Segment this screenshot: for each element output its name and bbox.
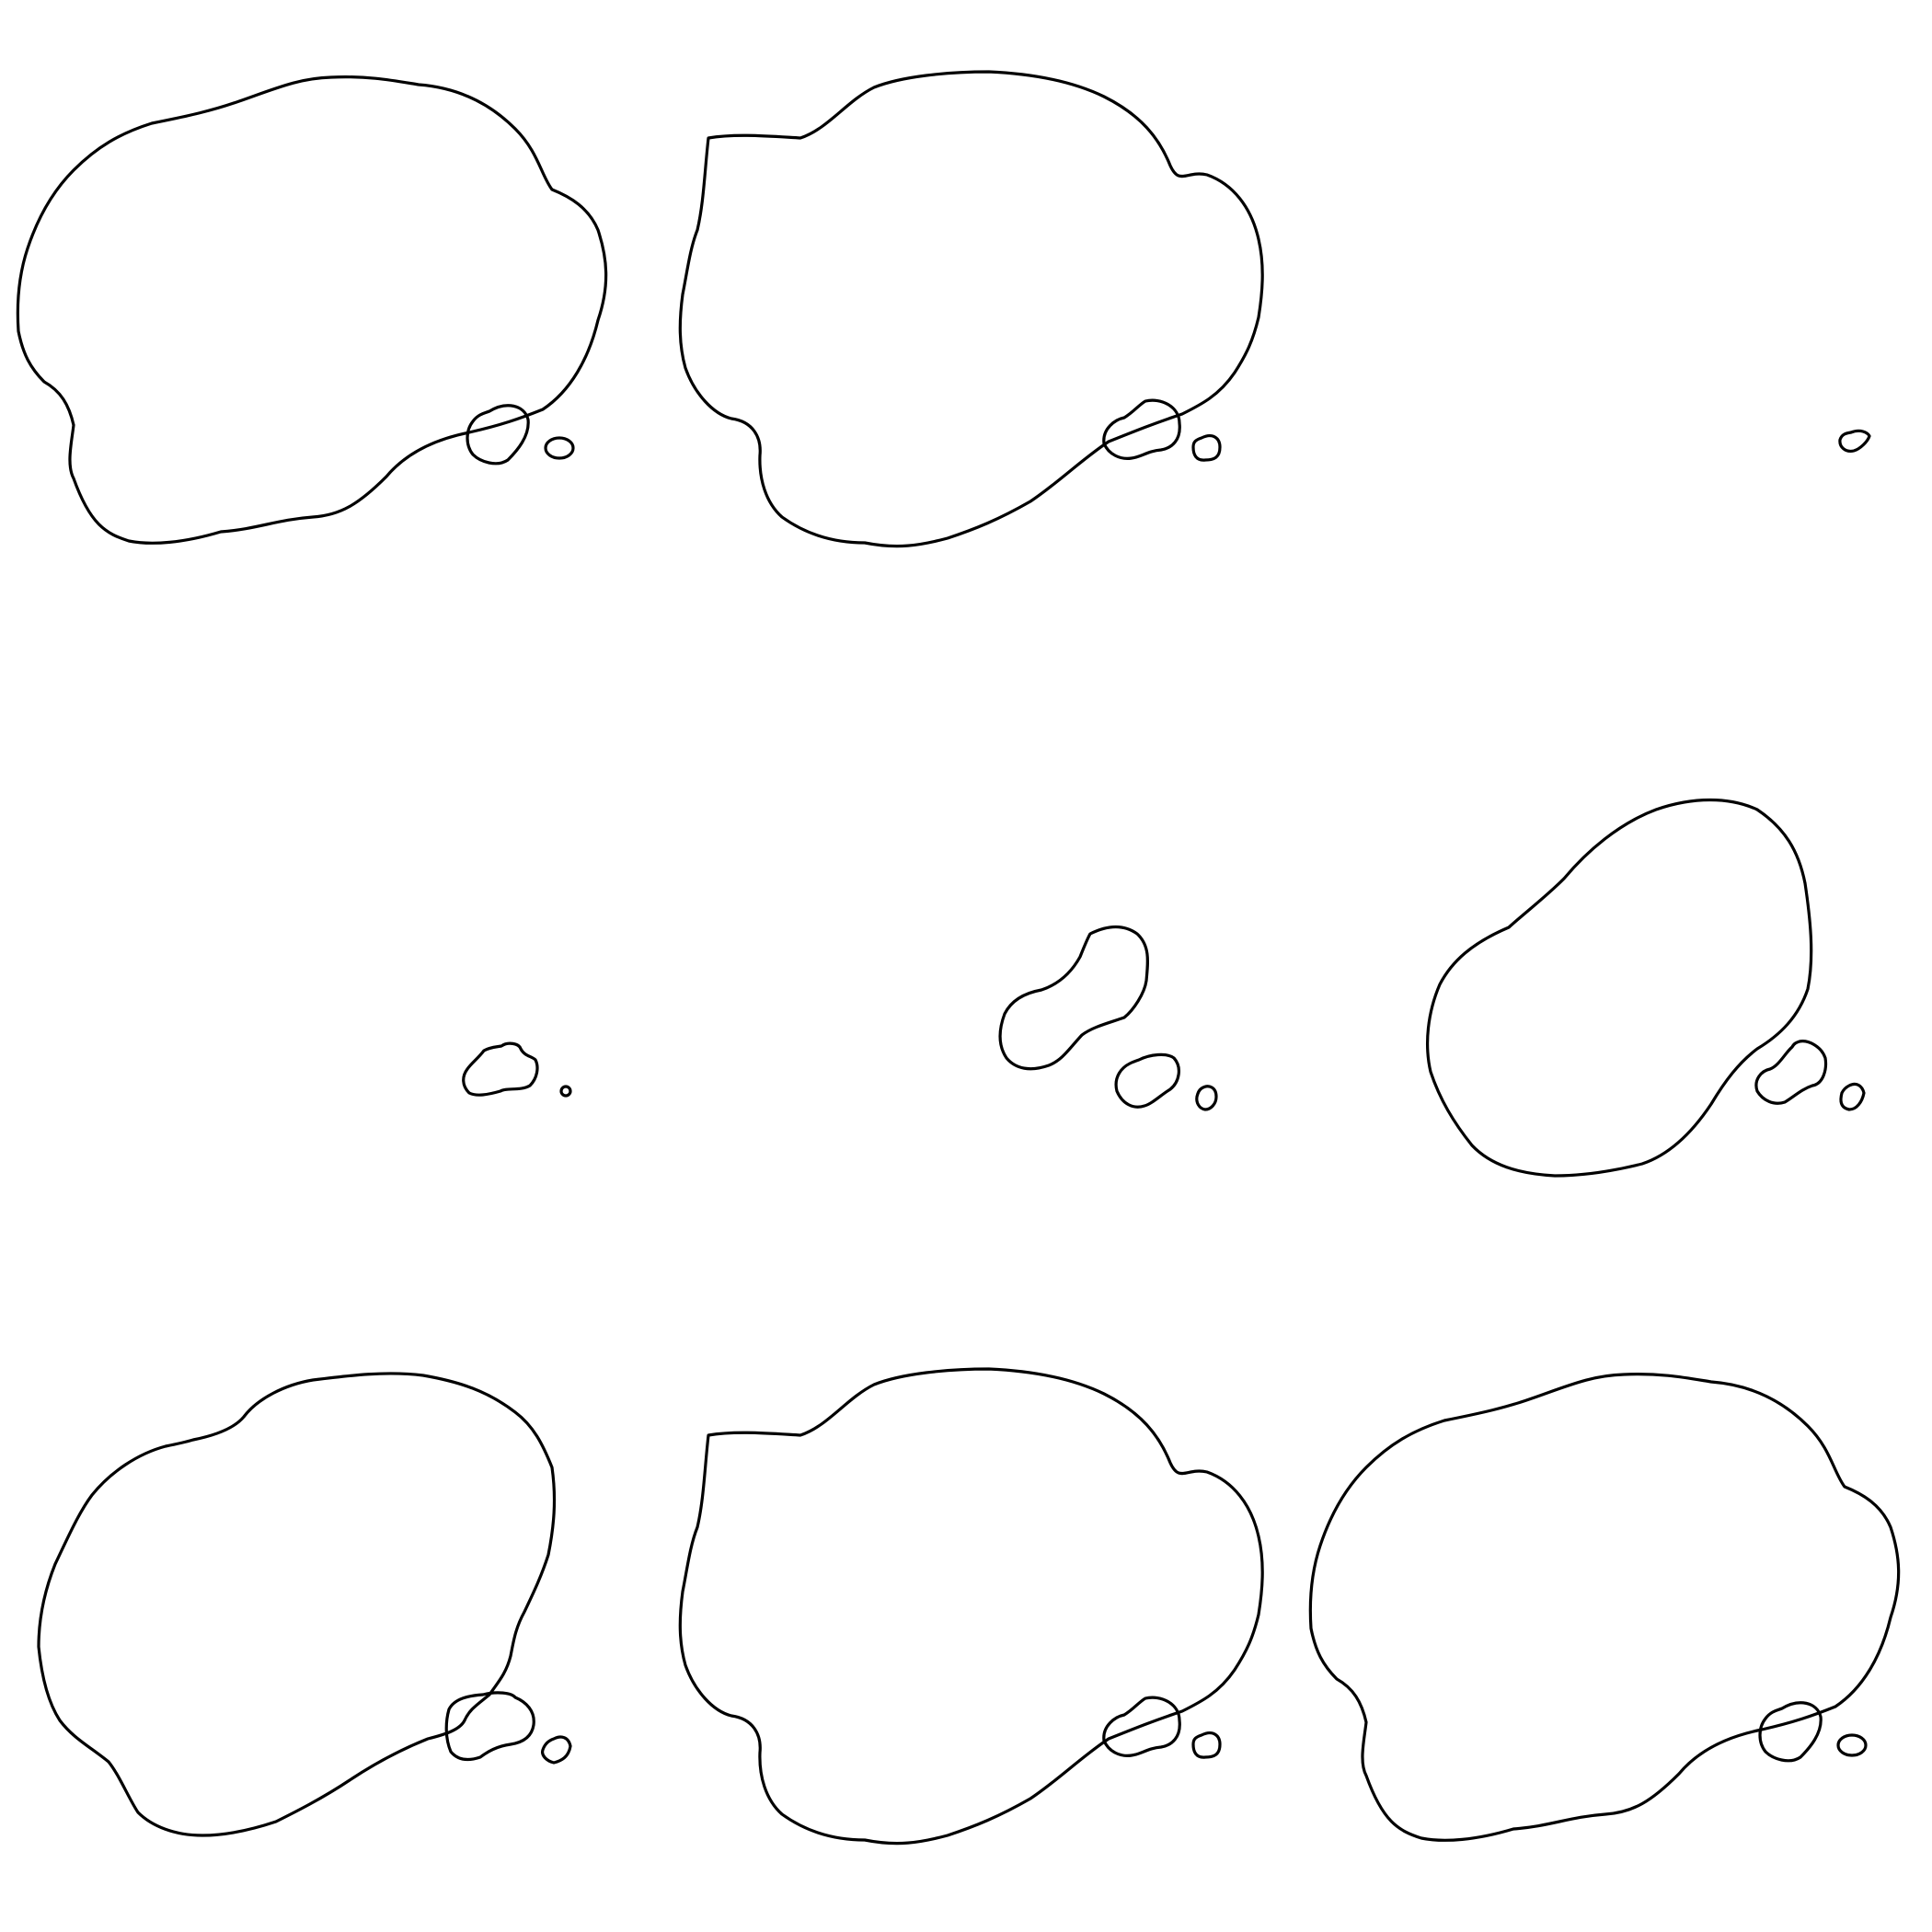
thought-bubble-1: [16, 75, 608, 545]
thought-dot-large: [1102, 398, 1181, 460]
thought-bubble-4: [462, 1041, 572, 1098]
thought-dot-large: [1758, 1701, 1823, 1763]
bean-outline: [1426, 798, 1813, 1178]
thought-dot-large: [444, 1691, 535, 1762]
thought-bubble-8: [678, 1367, 1264, 1846]
thought-dot-small: [544, 436, 575, 460]
thought-bubble-2: [678, 70, 1264, 548]
cloud-outline: [678, 70, 1264, 548]
thought-bubble-7: [37, 1372, 572, 1837]
thought-dot-small: [1838, 429, 1871, 453]
cloud-outline: [37, 1372, 557, 1837]
thought-dot-small: [1836, 1733, 1868, 1757]
cloud-outline: [16, 75, 608, 545]
thought-dot-small: [1191, 434, 1222, 462]
thought-dot-small: [1839, 1082, 1866, 1111]
thought-bubble-9: [1308, 1373, 1901, 1842]
thought-dot-small: [559, 1085, 572, 1098]
thought-dot-large: [1754, 1040, 1828, 1105]
thought-dot-large: [1114, 1052, 1180, 1109]
thought-outline-small: [998, 925, 1150, 1071]
thought-bubble-5: [998, 925, 1218, 1111]
thought-dot-small: [1195, 1085, 1218, 1111]
thought-dot-large: [1102, 1696, 1181, 1757]
thought-dot-small: [541, 1735, 572, 1765]
cloud-outline: [1308, 1373, 1901, 1842]
thought-bubble-3: [1838, 429, 1871, 453]
thought-dot-large: [462, 1041, 539, 1097]
thought-dot-large: [466, 404, 530, 466]
thought-bubble-6: [1426, 798, 1866, 1178]
thought-dot-small: [1191, 1731, 1222, 1759]
cloud-outline: [678, 1367, 1264, 1846]
